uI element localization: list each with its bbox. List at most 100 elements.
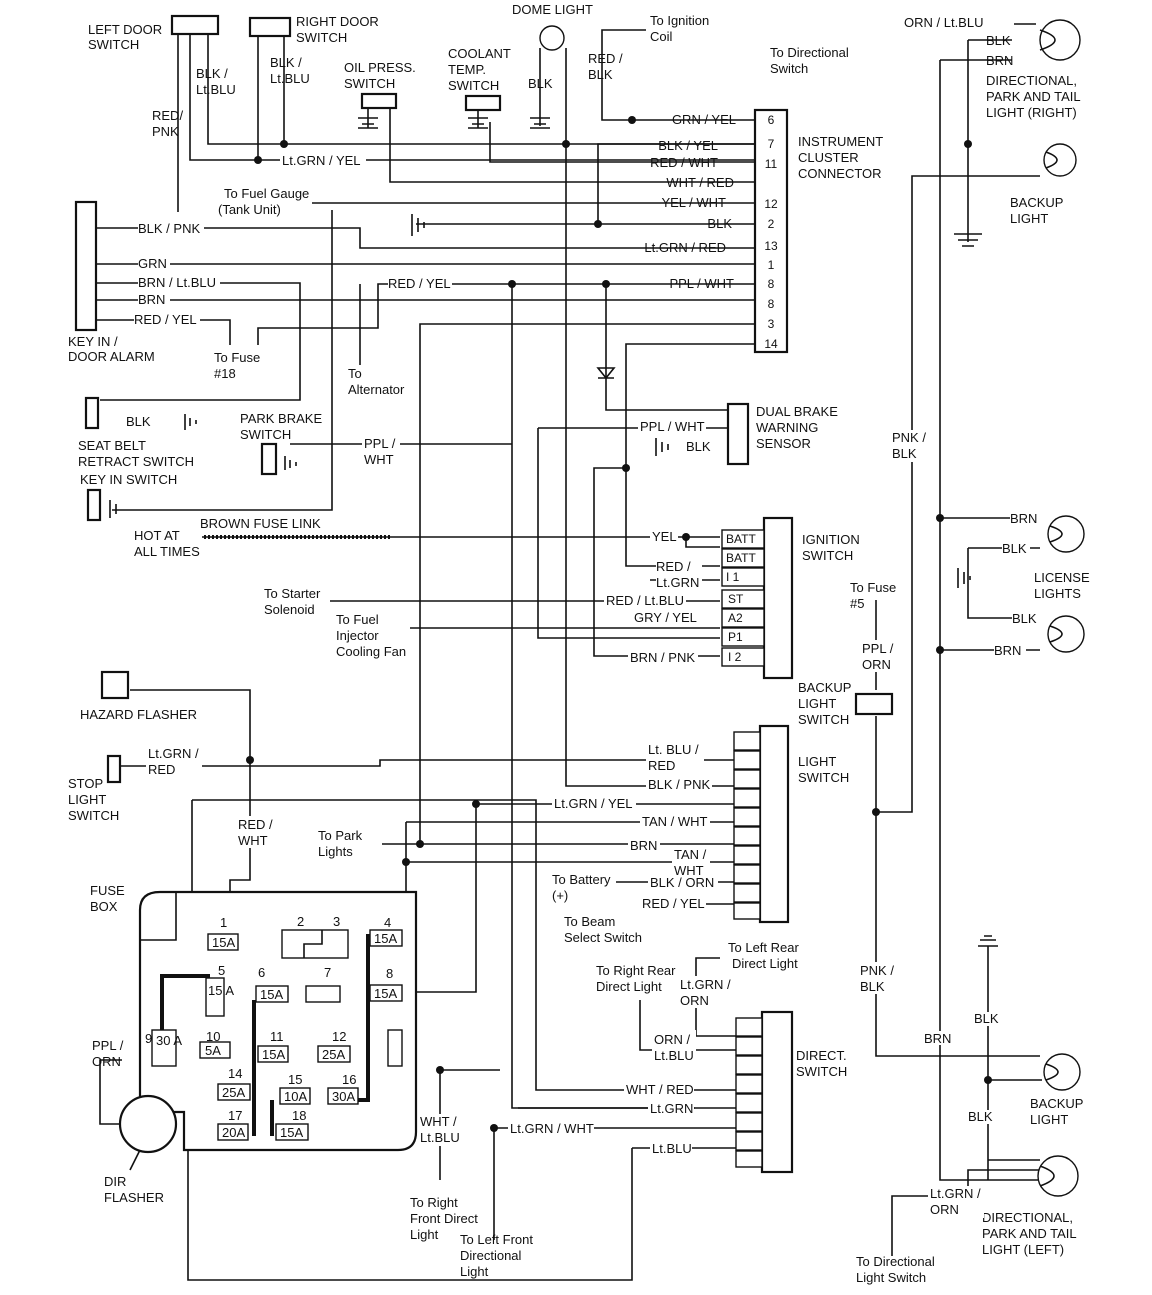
dir-flasher-label-1: DIR <box>104 1174 126 1189</box>
fuse-number: 3 <box>333 914 340 929</box>
wire-label: BLK <box>686 439 711 454</box>
wire-label: ORN / Lt.BLU <box>904 15 983 30</box>
wire-label: TAN / <box>674 847 707 862</box>
fuse-rating: 15A <box>260 987 283 1002</box>
wire-label: Lt.BLU <box>270 71 310 86</box>
fuse-rating: 5A <box>205 1043 221 1058</box>
junction-dots <box>246 116 992 1132</box>
fuse-rating: 25A <box>322 1047 345 1062</box>
park-brake-label-1: PARK BRAKE <box>240 411 322 426</box>
key-in-switch <box>86 488 102 522</box>
cluster-wire-label: PPL / WHT <box>669 276 734 291</box>
key-in-label-2: DOOR ALARM <box>68 349 155 364</box>
fuse-rating: 15 A <box>208 983 234 998</box>
wire-label: WHT <box>674 863 704 878</box>
ignition-pin: A2 <box>728 611 743 625</box>
backup-top-label-2: LIGHT <box>1010 211 1048 226</box>
cluster-pin: 3 <box>768 317 775 331</box>
flasher-arrow <box>129 1149 141 1171</box>
fuse-rating: 15A <box>374 931 397 946</box>
cluster-wire-label: BLK / YEL <box>658 138 718 153</box>
ref-label: To Battery <box>552 872 611 887</box>
fuse-number: 10 <box>206 1029 220 1044</box>
wire-label: GRY / YEL <box>634 610 697 625</box>
seat-belt-retract-switch <box>84 396 100 430</box>
wire-label: Lt.BLU <box>652 1141 692 1156</box>
ref-label: Direct Light <box>596 979 662 994</box>
ignition-pins: BATT BATT I 1 ST A2 P1 I 2 <box>726 532 756 664</box>
ignition-pin: P1 <box>728 630 743 644</box>
fuse-link-label: BROWN FUSE LINK <box>200 516 321 531</box>
dir-left-label-2: PARK AND TAIL <box>982 1226 1077 1241</box>
fuse-number: 4 <box>384 915 391 930</box>
dome-light-label: DOME LIGHT <box>512 2 593 17</box>
fuse-rating: 30 A <box>156 1033 182 1048</box>
ref-label: Light <box>460 1264 489 1279</box>
license-label-1: LICENSE <box>1034 570 1090 585</box>
wire-label: Lt. BLU / <box>648 742 699 757</box>
wire-label: GRN <box>138 256 167 271</box>
dir-right-label-2: PARK AND TAIL <box>986 89 1081 104</box>
cluster-wire-labels: GRN / YEL BLK / YEL RED / WHT WHT / RED … <box>644 112 736 291</box>
park-brake-label-2: SWITCH <box>240 427 291 442</box>
coolant-switch-label-2: TEMP. <box>448 62 486 77</box>
wire-label: BRN / Lt.BLU <box>138 275 216 290</box>
cluster-pin: 6 <box>768 113 775 127</box>
wire-label: BLK <box>588 67 613 82</box>
cluster-pin: 14 <box>764 337 778 351</box>
fuse-box <box>138 890 418 1152</box>
key-in-door-alarm <box>74 200 98 332</box>
wire-label: TAN / WHT <box>642 814 708 829</box>
fuse-number: 7 <box>324 965 331 980</box>
wire-label: RED / YEL <box>388 276 451 291</box>
ref-label: #5 <box>850 596 864 611</box>
ref-label: Alternator <box>348 382 405 397</box>
ref-label: To Starter <box>264 586 321 601</box>
fuse-box-label-1: FUSE <box>90 883 125 898</box>
hazard-flasher <box>100 670 130 700</box>
ref-label: To Right Rear <box>596 963 676 978</box>
right-door-switch <box>248 16 292 38</box>
seat-belt-label-1: SEAT BELT <box>78 438 146 453</box>
ref-label: To Directional <box>770 45 849 60</box>
ref-label: Solenoid <box>264 602 315 617</box>
wire-label: BLK <box>528 76 553 91</box>
wire-label: BLK <box>1012 611 1037 626</box>
fuse-number: 6 <box>258 965 265 980</box>
fuses: 1 15A 2 3 4 15A 5 15 A 6 15A 7 8 15A 9 3… <box>145 914 403 1141</box>
oil-press-switch <box>360 92 398 110</box>
wire-label: WHT / RED <box>626 1082 694 1097</box>
fuse-number: 14 <box>228 1066 242 1081</box>
wire-label: ORN <box>930 1202 959 1217</box>
direct-switch-label-1: DIRECT. <box>796 1048 847 1063</box>
backup-switch-label-3: SWITCH <box>798 712 849 727</box>
wire-label: BRN <box>138 292 165 307</box>
cluster-pin: 1 <box>768 258 775 272</box>
cluster-wire-label: GRN / YEL <box>672 112 736 127</box>
ref-label: To Directional <box>856 1254 935 1269</box>
left-door-switch-label-1: LEFT DOOR <box>88 22 162 37</box>
wire-label: BLK <box>968 1109 993 1124</box>
cluster-pin: 8 <box>768 277 775 291</box>
ref-label: Injector <box>336 628 379 643</box>
cluster-wire-label: YEL / WHT <box>661 195 726 210</box>
ref-label: To Fuel <box>336 612 379 627</box>
wire-label: BLK <box>986 33 1011 48</box>
ref-label: To Ignition <box>650 13 709 28</box>
light-switch <box>733 724 790 924</box>
light-switch-label-2: SWITCH <box>798 770 849 785</box>
stop-label-2: LIGHT <box>68 792 106 807</box>
backup-light-switch <box>854 692 894 716</box>
wire-label: BLK <box>1002 541 1027 556</box>
direct-switch <box>735 1010 794 1174</box>
wire-label: Lt.GRN <box>656 575 699 590</box>
fuse-rating: 15A <box>280 1125 303 1140</box>
fuse-rating: 15A <box>374 986 397 1001</box>
fuse-number: 2 <box>297 914 304 929</box>
backup-bottom-label-1: BACKUP <box>1030 1096 1083 1111</box>
ref-label: (+) <box>552 888 568 903</box>
oil-press-switch-label-2: SWITCH <box>344 76 395 91</box>
wire-label: BLK / <box>196 66 228 81</box>
ignition-pin: I 1 <box>726 570 740 584</box>
light-switch-label-1: LIGHT <box>798 754 836 769</box>
